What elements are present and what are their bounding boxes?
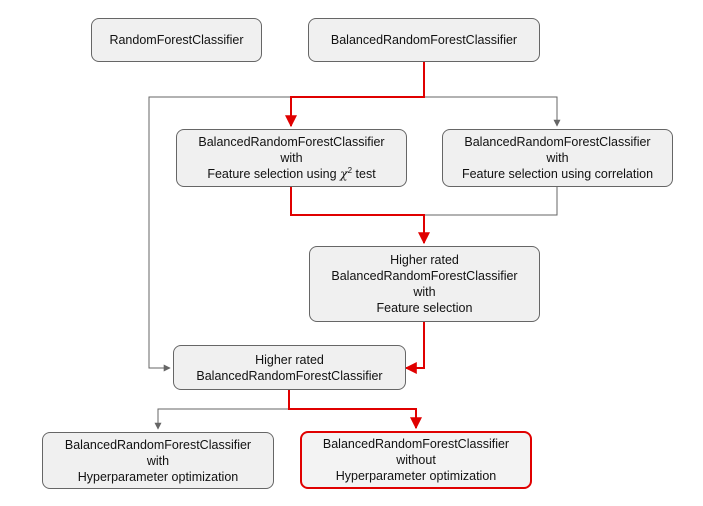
node-without-hyperparameter-optimization: BalancedRandomForestClassifier without H…	[300, 431, 532, 489]
node-label: with	[546, 151, 569, 165]
label-suffix: test	[352, 167, 376, 181]
node-balanced-random-forest: BalancedRandomForestClassifier	[308, 18, 540, 62]
node-label: BalancedRandomForestClassifier	[322, 437, 510, 451]
edge-higher-to-without-hpo	[288, 390, 422, 430]
node-label: Feature selection using χ2 test	[207, 166, 375, 182]
node-label: BalancedRandomForestClassifier	[464, 135, 651, 149]
node-label: Hyperparameter optimization	[77, 469, 239, 484]
node-label: Higher rated	[390, 253, 459, 267]
edge-corr-to-higher-fs	[424, 187, 558, 216]
node-label: with	[413, 285, 436, 299]
node-label: BalancedRandomForestClassifier	[196, 368, 383, 383]
node-label: Feature selection	[376, 301, 473, 315]
chi-superscript: 2	[347, 165, 353, 175]
node-with-hyperparameter-optimization: BalancedRandomForestClassifier with Hype…	[42, 432, 274, 489]
node-label: BalancedRandomForestClassifier	[331, 269, 518, 283]
node-label: with	[146, 453, 170, 468]
node-feature-selection-chi2: BalancedRandomForestClassifier with Feat…	[176, 129, 407, 187]
node-label: Feature selection using correlation	[461, 167, 654, 181]
node-label: BalancedRandomForestClassifier	[64, 437, 252, 452]
edge-higher-to-with-hpo	[154, 408, 289, 430]
node-label: Higher rated	[255, 352, 324, 367]
label-prefix: Feature selection using	[207, 167, 341, 181]
edge-brf-to-corr	[424, 96, 561, 127]
node-label: BalancedRandomForestClassifier	[198, 135, 385, 149]
node-label: RandomForestClassifier	[109, 33, 244, 47]
node-label: without	[396, 453, 436, 467]
edge-chi2-to-higher-fs	[290, 187, 430, 245]
node-higher-rated: Higher rated BalancedRandomForestClassif…	[173, 345, 406, 390]
node-label: Hyperparameter optimization	[335, 469, 497, 483]
edge-higher-fs-to-higher	[404, 322, 425, 374]
edge-brf-to-chi2	[285, 62, 425, 128]
node-label: with	[280, 151, 303, 165]
edge-brf-to-higher	[148, 96, 291, 372]
node-label: BalancedRandomForestClassifier	[330, 33, 518, 47]
chi-symbol: χ	[340, 166, 348, 181]
node-higher-rated-feature-selection: Higher rated BalancedRandomForestClassif…	[309, 246, 540, 322]
node-feature-selection-correlation: BalancedRandomForestClassifier with Feat…	[442, 129, 673, 187]
node-random-forest: RandomForestClassifier	[91, 18, 262, 62]
